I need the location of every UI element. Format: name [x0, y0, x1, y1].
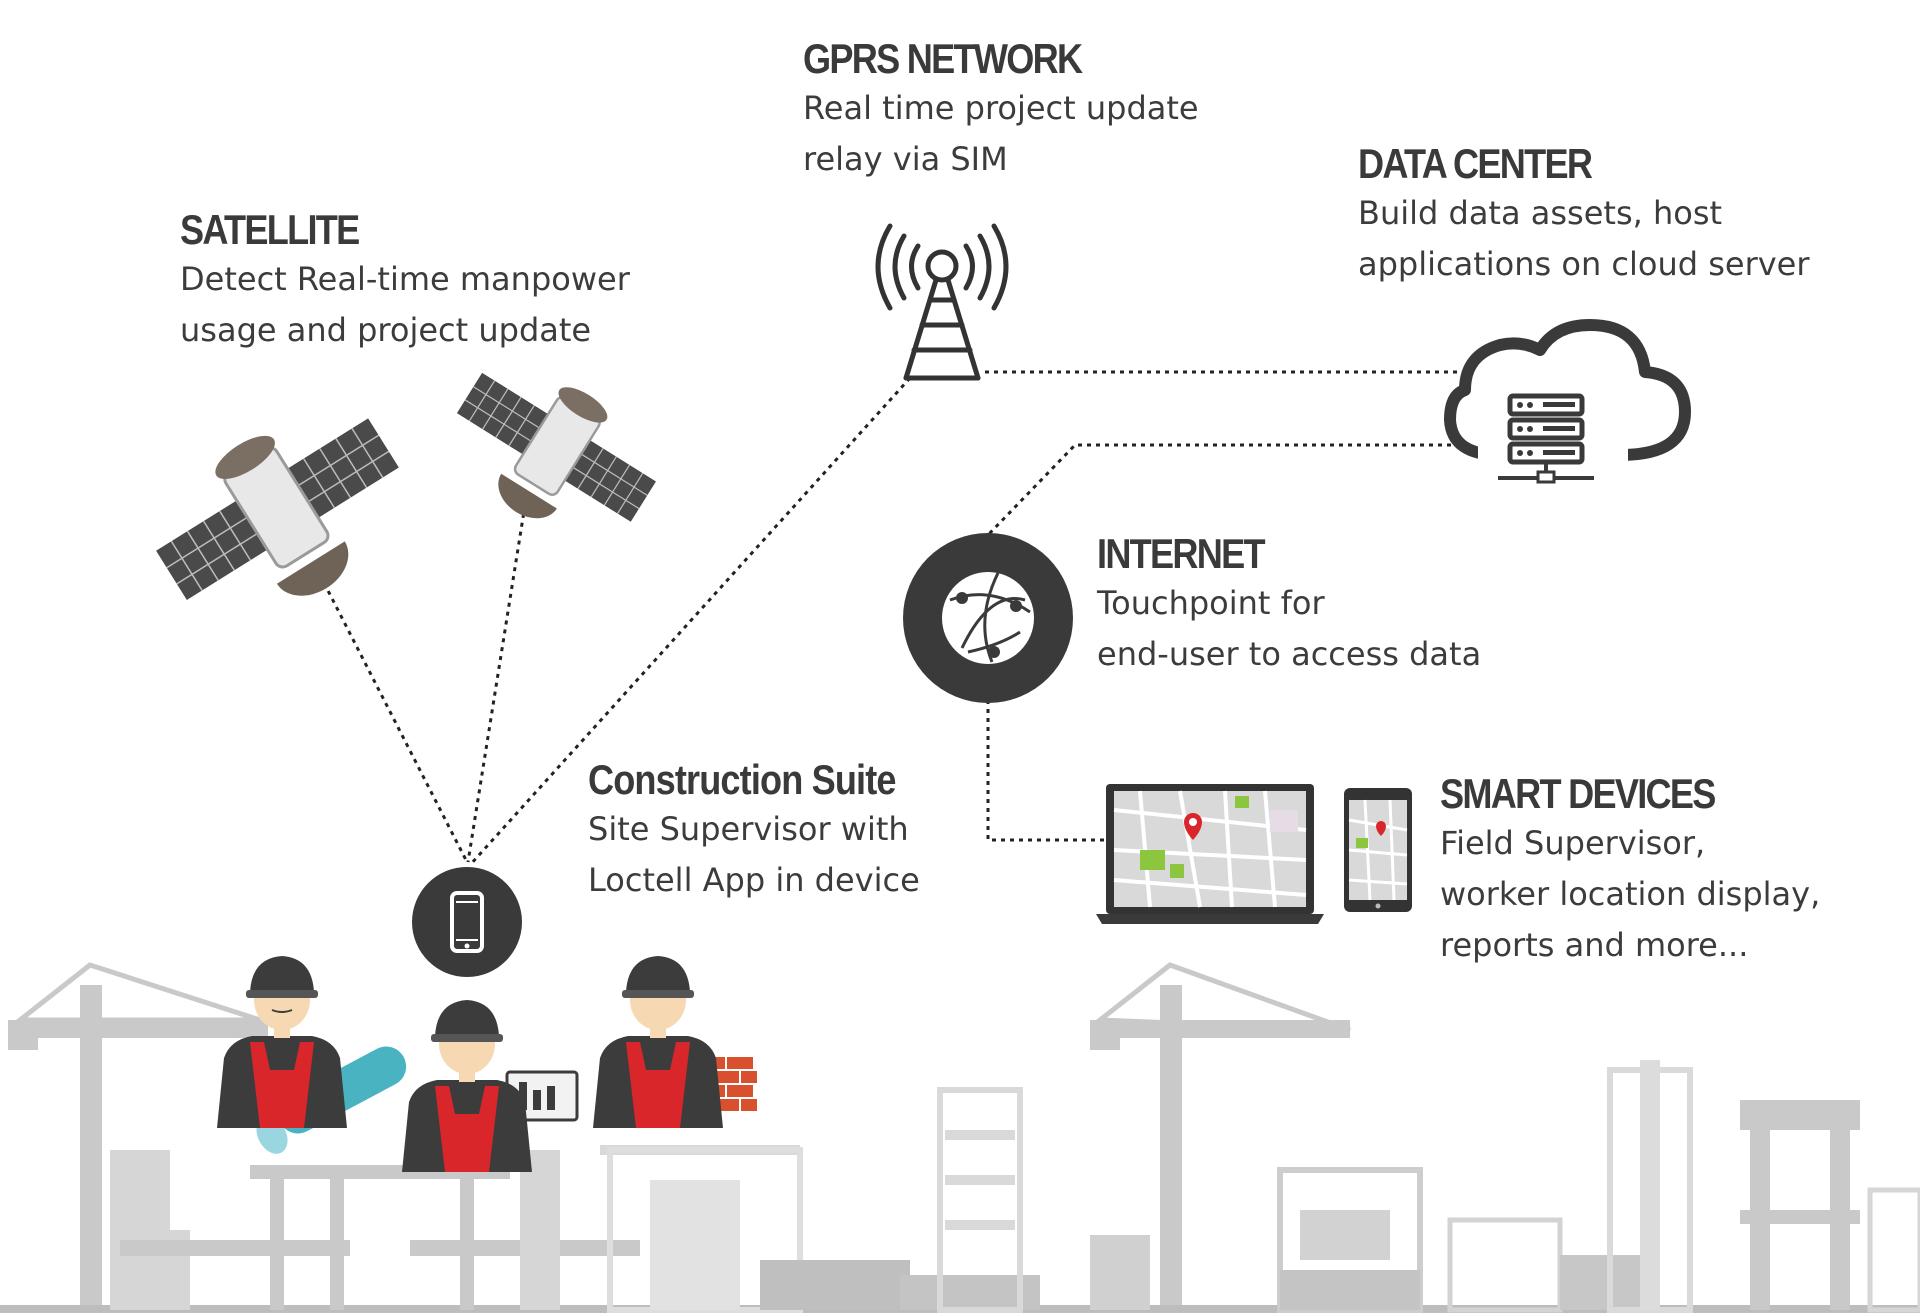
- internet-line-2: end-user to access data: [1097, 635, 1482, 673]
- satellite-icon: [156, 418, 399, 600]
- smart-devices-line-2: worker location display,: [1440, 875, 1821, 913]
- satellite-label: SATELLITE Detect Real-time manpower usag…: [180, 206, 630, 356]
- satellite-line-1: Detect Real-time manpower: [180, 260, 630, 298]
- smart-devices-line-3: reports and more...: [1440, 926, 1749, 964]
- phone-icon: [412, 867, 522, 977]
- construction-description: Site Supervisor with Loctell App in devi…: [588, 804, 946, 906]
- crane-icon: [8, 962, 268, 1305]
- gprs-description: Real time project update relay via SIM: [803, 83, 1199, 185]
- smart-devices-label: SMART DEVICES Field Supervisor, worker l…: [1440, 770, 1820, 971]
- tablet-map-icon: [1344, 788, 1412, 912]
- gprs-label: GPRS NETWORK Real time project update re…: [803, 35, 1199, 185]
- internet-description: Touchpoint for end-user to access data: [1097, 578, 1481, 680]
- link-satellite1-phone: [318, 574, 469, 863]
- datacenter-line-1: Build data assets, host: [1358, 194, 1723, 232]
- internet-line-1: Touchpoint for: [1097, 584, 1325, 622]
- gprs-line-1: Real time project update: [803, 89, 1199, 127]
- cloud-server-icon: [1444, 319, 1691, 484]
- smart-devices-description: Field Supervisor, worker location displa…: [1440, 818, 1820, 971]
- construction-title: Construction Suite: [588, 756, 896, 803]
- link-cloud-internet: [986, 443, 1460, 537]
- construction-line-2: Loctell App in device: [588, 861, 920, 899]
- connection-lines: [318, 370, 1460, 867]
- link-satellite2-phone: [466, 504, 527, 863]
- gprs-line-2: relay via SIM: [803, 140, 1008, 178]
- link-tower-phone: [468, 376, 912, 867]
- construction-label: Construction Suite Site Supervisor with …: [588, 756, 946, 906]
- internet-label: INTERNET Touchpoint for end-user to acce…: [1097, 530, 1481, 680]
- datacenter-line-2: applications on cloud server: [1358, 245, 1810, 283]
- satellite-icon: [456, 372, 656, 522]
- link-internet-laptop: [986, 700, 1108, 842]
- construction-worker-icon: [593, 956, 759, 1128]
- construction-worker-icon: [217, 956, 407, 1154]
- construction-line-1: Site Supervisor with: [588, 810, 909, 848]
- city-skyline: [0, 962, 1920, 1313]
- smart-devices-title: SMART DEVICES: [1440, 770, 1716, 817]
- satellite-description: Detect Real-time manpower usage and proj…: [180, 254, 630, 356]
- datacenter-title: DATA CENTER: [1358, 140, 1593, 187]
- satellite-title: SATELLITE: [180, 206, 360, 253]
- datacenter-label: DATA CENTER Build data assets, host appl…: [1358, 140, 1810, 290]
- laptop-map-icon: [1096, 784, 1324, 924]
- datacenter-description: Build data assets, host applications on …: [1358, 188, 1810, 290]
- signal-tower-icon: [875, 223, 1009, 381]
- gprs-title: GPRS NETWORK: [803, 35, 1083, 82]
- construction-worker-icon: [402, 1000, 579, 1172]
- internet-title: INTERNET: [1097, 530, 1266, 577]
- satellite-line-2: usage and project update: [180, 311, 592, 349]
- crane-icon: [1090, 962, 1351, 1305]
- globe-icon: [903, 533, 1073, 703]
- smart-devices-line-1: Field Supervisor,: [1440, 824, 1706, 862]
